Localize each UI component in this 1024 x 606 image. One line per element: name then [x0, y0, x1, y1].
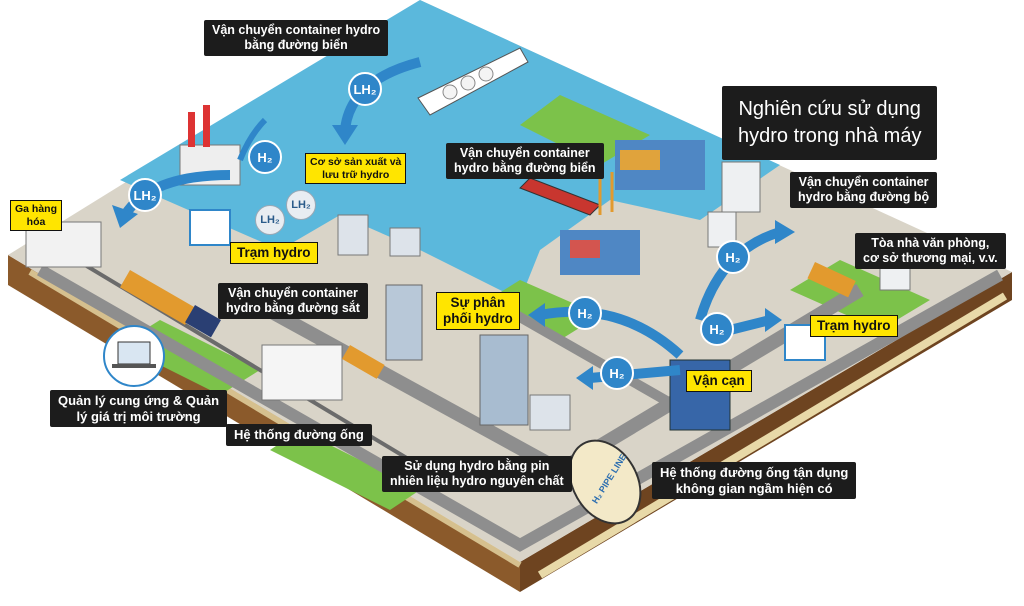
laptop-icon [117, 341, 151, 365]
tower [389, 227, 421, 257]
underground-pipe [537, 292, 1008, 579]
label-rail-container: Vận chuyển container hydro bằng đường sắ… [218, 283, 368, 319]
chimney [188, 112, 195, 147]
h2-chip-station: H₂ [700, 312, 734, 346]
road [246, 293, 564, 477]
label-station-right: Trạm hydro [810, 315, 898, 338]
arrow-head [576, 366, 593, 390]
label-road-container: Vận chuyển container hydro bằng đường bộ [790, 172, 938, 208]
arrow-head [112, 205, 138, 228]
tower [337, 214, 369, 256]
arrow-h2-station [728, 315, 772, 335]
road [37, 264, 1003, 552]
lng-tank [442, 84, 458, 100]
pipeline-cutaway [568, 439, 642, 525]
label-underground: Hệ thống đường ống tận dụng không gian n… [652, 462, 857, 500]
arrow-head [765, 308, 782, 332]
label-station-left: Trạm hydro [230, 242, 318, 265]
lh2-chip-sea: LH₂ [348, 72, 382, 106]
h2-chip-factory: H₂ [248, 140, 282, 174]
laptop-icon-base [112, 364, 156, 368]
warehouse [261, 344, 343, 401]
arrow-factory-lh2 [120, 170, 231, 218]
label-inland-port: Vận cạn [686, 370, 752, 393]
freight-truck [807, 262, 856, 298]
freight-truck [342, 345, 385, 379]
locomotive [185, 305, 221, 338]
container-stack [620, 150, 660, 170]
arrow-head [775, 220, 795, 244]
lng-tank [478, 66, 494, 82]
underground-pipe-2 [28, 269, 522, 568]
office-building [721, 161, 761, 213]
chimney [203, 105, 210, 147]
h2-chip-city: H₂ [600, 356, 634, 390]
lng-tank [460, 75, 476, 91]
label-production: Cơ sở sản xuất và lưu trữ hydro [305, 153, 407, 185]
arrow-h2-factory [237, 117, 268, 162]
lh2-chip-factory: LH₂ [128, 178, 162, 212]
arrow-head [332, 125, 358, 145]
hydrogen-station-left [189, 209, 231, 246]
tower [479, 334, 529, 426]
tower [385, 284, 423, 361]
label-distribution: Sự phân phối hydro [436, 292, 520, 331]
arrow-h2-distribution [539, 306, 684, 359]
h2-chip-office: H₂ [716, 240, 750, 274]
arrow-head [528, 303, 545, 327]
container-stack [570, 240, 600, 258]
label-supply-mgmt: Quản lý cung ứng & Quản lý giá trị môi t… [50, 390, 228, 428]
label-offices: Tòa nhà văn phòng, cơ sở thương mại, v.v… [855, 233, 1006, 269]
road [487, 295, 703, 425]
office-building [879, 264, 911, 291]
label-port-container: Vận chuyển container hydro bằng đường bi… [446, 143, 604, 179]
lh2-tank: LH₂ [255, 205, 285, 235]
lh2-tank: LH₂ [286, 190, 316, 220]
label-freight-station: Ga hàng hóa [10, 200, 63, 232]
tower [529, 394, 571, 431]
freight-train [120, 270, 195, 325]
label-fuel-cell: Sử dụng hydro bằng pin nhiên liệu hydro … [382, 456, 572, 492]
label-research: Nghiên cứu sử dụng hydro trong nhà máy [722, 86, 938, 160]
label-sea-container: Vận chuyển container hydro bằng đường bi… [204, 20, 389, 56]
h2-chip-distribution: H₂ [568, 296, 602, 330]
label-pipeline: Hệ thống đường ống [226, 424, 372, 446]
